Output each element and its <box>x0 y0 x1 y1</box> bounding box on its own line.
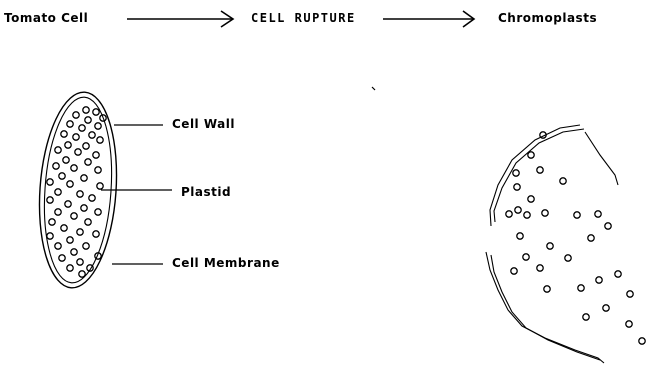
plastid-dot <box>55 243 61 249</box>
plastid-dot <box>65 142 71 148</box>
plastid-dot <box>55 147 61 153</box>
plastid-dot <box>626 321 632 327</box>
plastid-dot <box>81 175 87 181</box>
callout-lines <box>101 125 172 264</box>
plastid-dot <box>77 259 83 265</box>
arrow-to-rupture <box>127 11 233 27</box>
plastid-dot <box>47 179 53 185</box>
stray-mark <box>372 87 375 90</box>
plastid-dot <box>524 212 530 218</box>
plastid-dot <box>77 229 83 235</box>
plastid-dot <box>61 225 67 231</box>
plastid-dot <box>47 197 53 203</box>
released-chromoplasts <box>506 132 645 344</box>
plastid-dot <box>49 219 55 225</box>
plastid-dot <box>528 152 534 158</box>
plastid-dot <box>67 265 73 271</box>
plastid-dot <box>79 125 85 131</box>
plastid-dot <box>73 134 79 140</box>
plastid-dot <box>47 233 53 239</box>
plastid-dot <box>97 137 103 143</box>
rupture-edge-bottom <box>486 252 604 363</box>
plastid-dot <box>85 117 91 123</box>
plastid-dot <box>71 165 77 171</box>
plastid-dot <box>97 183 103 189</box>
plastid-dot <box>89 132 95 138</box>
plastid-dot <box>627 291 633 297</box>
plastid-dot <box>79 271 85 277</box>
plastid-dot <box>639 338 645 344</box>
plastid-dot <box>83 243 89 249</box>
plastid-dot <box>89 195 95 201</box>
plastid-dot <box>93 152 99 158</box>
plastid-dot <box>63 157 69 163</box>
plastid-dot <box>523 254 529 260</box>
plastid-dot <box>77 191 83 197</box>
plastid-dot <box>95 167 101 173</box>
plastid-dot <box>615 271 621 277</box>
plastid-dot <box>588 235 594 241</box>
plastid-dot <box>73 112 79 118</box>
plastid-dot <box>67 121 73 127</box>
rupture-edge-top-inner <box>494 129 584 222</box>
plastid-dot <box>93 109 99 115</box>
rupture-edge-right <box>585 132 618 185</box>
plastid-dot <box>595 211 601 217</box>
plastid-dot <box>605 223 611 229</box>
plastid-dot <box>93 231 99 237</box>
arrow-to-chromoplasts <box>383 11 474 27</box>
plastid-dot <box>85 219 91 225</box>
plastid-dot <box>83 107 89 113</box>
plastid-dot <box>81 205 87 211</box>
plastid-dot <box>53 163 59 169</box>
plastid-dot <box>55 189 61 195</box>
plastid-dot <box>55 209 61 215</box>
plastid-dot <box>565 255 571 261</box>
plastid-dot <box>513 170 519 176</box>
ruptured-cell <box>486 125 645 363</box>
plastid-dot <box>578 285 584 291</box>
plastid-dot <box>515 207 521 213</box>
plastid-dot <box>59 255 65 261</box>
plastid-dot <box>67 237 73 243</box>
plastid-dot <box>528 196 534 202</box>
plastid-dot <box>574 212 580 218</box>
plastid-dot <box>542 210 548 216</box>
plastid-dot <box>71 213 77 219</box>
plastid-dot <box>506 211 512 217</box>
plastid-dot <box>547 243 553 249</box>
plastid-dot <box>537 265 543 271</box>
plastid-dot <box>83 143 89 149</box>
plastid-dot <box>95 123 101 129</box>
plastid-dot <box>71 249 77 255</box>
plastid-dot <box>596 277 602 283</box>
plastid-dot <box>65 201 71 207</box>
plastid-dot <box>544 286 550 292</box>
plastid-dot <box>75 149 81 155</box>
plastid-dot <box>95 209 101 215</box>
plastid-dot <box>517 233 523 239</box>
plastid-dot <box>537 167 543 173</box>
plastid-dot <box>67 181 73 187</box>
plastid-dot <box>514 184 520 190</box>
rupture-edge-top <box>490 125 580 226</box>
plastid-dot <box>583 314 589 320</box>
plastid-dot <box>511 268 517 274</box>
plastid-dot <box>61 131 67 137</box>
plastid-dot <box>59 173 65 179</box>
plastid-dot <box>85 159 91 165</box>
plastid-dot <box>603 305 609 311</box>
plastid-dot <box>560 178 566 184</box>
